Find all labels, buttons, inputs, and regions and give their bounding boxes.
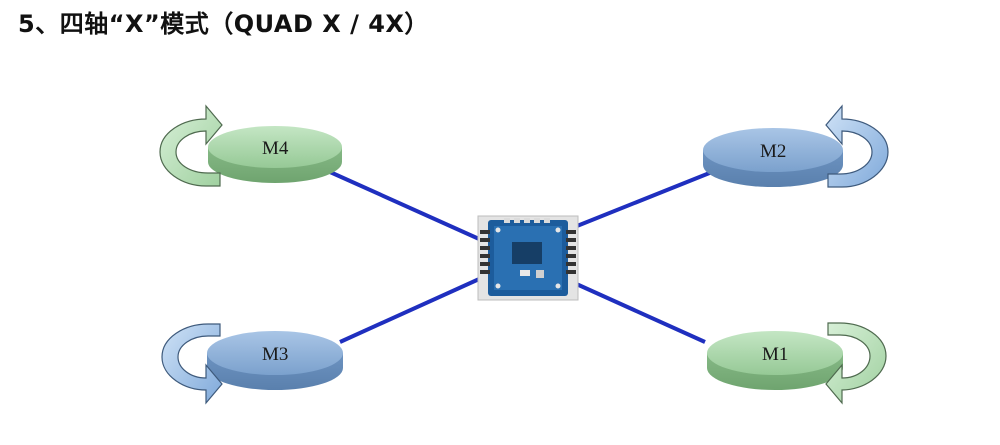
- page-title: 5、四轴“X”模式（QUAD X / 4X）: [18, 10, 429, 38]
- motor-m4: M4: [208, 126, 342, 183]
- motor-m3: M3: [207, 331, 343, 390]
- motor-m2: M2: [703, 128, 843, 187]
- arm-m1: [571, 280, 706, 344]
- motor-label-m1: M1: [762, 344, 788, 365]
- arm-m2: [571, 170, 713, 230]
- frame-arms: [329, 170, 713, 344]
- rotation-arrow-m3-icon: [161, 323, 223, 405]
- motor-m1: M1: [707, 331, 843, 390]
- motor-label-m4: M4: [262, 138, 289, 159]
- arm-m3: [339, 273, 489, 344]
- flight-controller-board: [477, 215, 579, 301]
- rotation-arrow-m1-icon: [825, 322, 887, 405]
- motor-label-m2: M2: [760, 141, 786, 162]
- arm-m4: [329, 170, 489, 245]
- motor-label-m3: M3: [262, 344, 288, 365]
- rotation-arrow-m4-icon: [159, 104, 223, 187]
- rotation-arrow-m2-icon: [825, 104, 889, 188]
